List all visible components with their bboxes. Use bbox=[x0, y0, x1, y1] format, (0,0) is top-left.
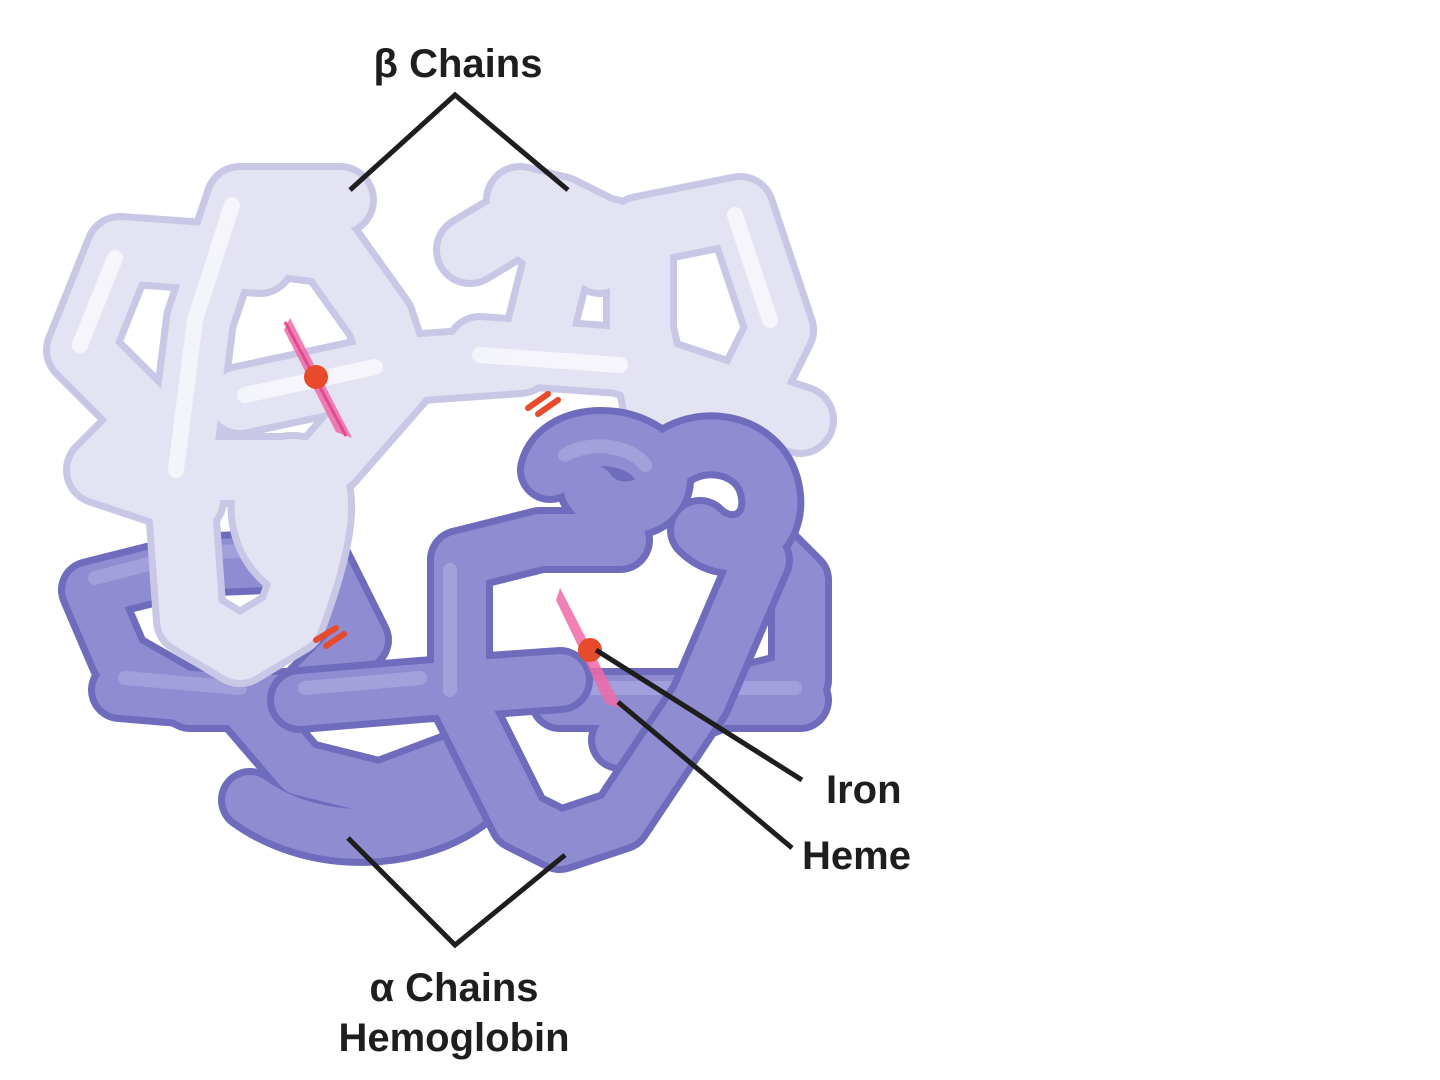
beta-chains-label: β Chains bbox=[373, 42, 543, 86]
leader-lines bbox=[346, 91, 804, 949]
hemoglobin-title: Hemoglobin bbox=[338, 1016, 570, 1060]
heme-group-back bbox=[313, 391, 561, 649]
iron-leader-line bbox=[594, 647, 804, 783]
heme-leader-line bbox=[616, 700, 794, 850]
iron-atom-lower bbox=[578, 638, 602, 662]
iron-label: Iron bbox=[826, 768, 902, 812]
iron-atom-upper bbox=[304, 365, 328, 389]
beta-chains bbox=[43, 163, 837, 687]
alpha-chains-front bbox=[267, 407, 805, 873]
heme-group-upper bbox=[283, 318, 352, 438]
beta-chains-bracket bbox=[348, 91, 570, 192]
heme-label: Heme bbox=[802, 834, 911, 878]
heme-group-lower bbox=[556, 588, 622, 708]
alpha-chains-bracket bbox=[346, 836, 567, 949]
alpha-chains-label: α Chains bbox=[369, 966, 539, 1010]
